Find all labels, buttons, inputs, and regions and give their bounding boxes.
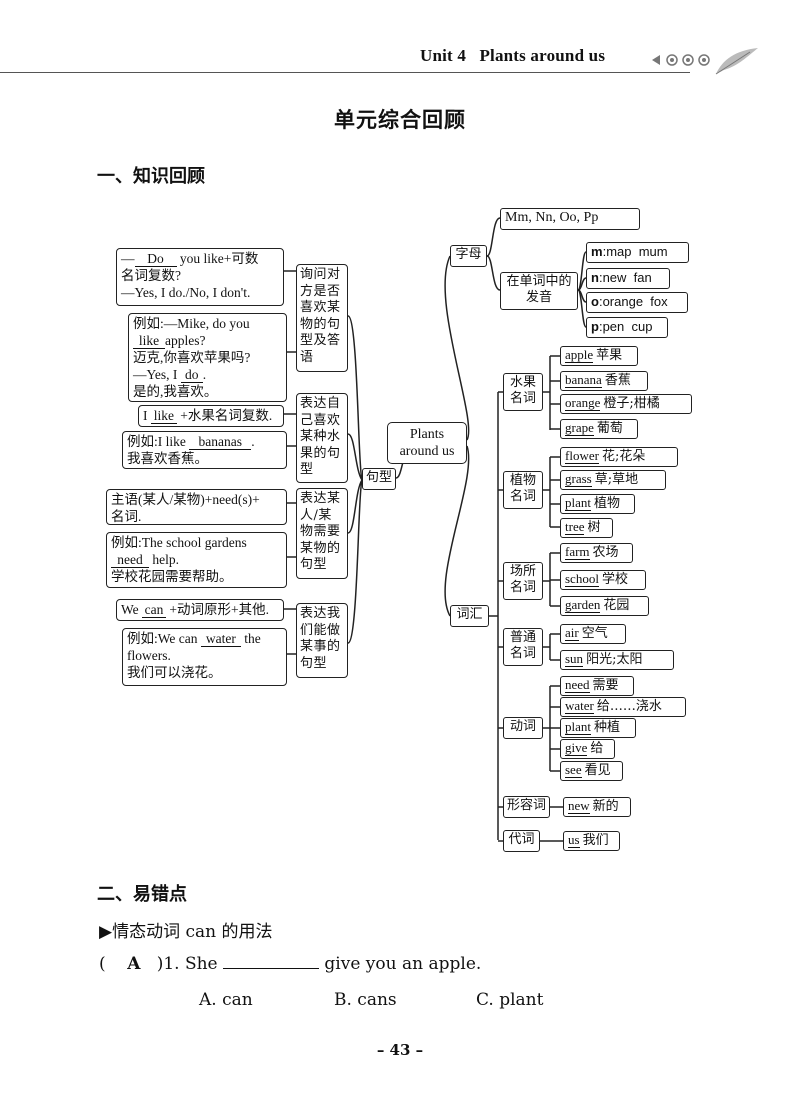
desc-box-2: 表达自己喜欢某种水果的句型	[296, 393, 348, 483]
category-pronoun: 代词	[503, 830, 540, 852]
sound-p: p:pen cup	[586, 317, 668, 338]
section-title-mistakes: 二、易错点	[97, 884, 187, 905]
sentence-label: 句型	[362, 468, 396, 490]
category-adjective: 形容词	[503, 796, 550, 818]
category-plant: 植物名词	[503, 471, 543, 509]
letters-row: Mm, Nn, Oo, Pp	[500, 208, 640, 230]
header-rule	[0, 72, 690, 73]
pattern-box-1: —Do you like+可数 名词复数? —Yes, I do./No, I …	[116, 248, 284, 306]
option-a: A. can	[199, 990, 253, 1010]
pattern-box-2: I like +水果名词复数.	[138, 405, 284, 427]
category-noun: 普通名词	[503, 628, 543, 666]
question-heading: ▶情态动词 can 的用法	[99, 922, 273, 942]
header-decoration	[650, 48, 760, 82]
page-number: – 43 –	[376, 1041, 424, 1059]
option-b: B. cans	[334, 990, 397, 1010]
example-box-2: 例如:I like bananas. 我喜欢香蕉。	[122, 431, 287, 469]
sound-m: m:map mum	[586, 242, 689, 263]
question-1: ( A )1. She give you an apple.	[99, 954, 482, 974]
sound-n: n:new fan	[586, 268, 670, 289]
desc-box-3: 表达某人/某物需要某物的句型	[296, 488, 348, 579]
desc-box-1: 询问对方是否喜欢某物的句型及答语	[296, 264, 348, 372]
example-box-4: 例如:We can water the flowers. 我们可以浇花。	[122, 628, 287, 686]
feather-icon	[652, 48, 758, 75]
category-fruit: 水果名词	[503, 373, 543, 411]
pattern-box-3: 主语(某人/某物)+need(s)+ 名词.	[106, 489, 287, 525]
example-box-3: 例如:The school gardens need help. 学校花园需要帮…	[106, 532, 287, 588]
option-c: C. plant	[476, 990, 544, 1010]
category-place: 场所名词	[503, 562, 543, 600]
sound-o: o:orange fox	[586, 292, 688, 313]
header-title: Unit 4 Plants around us	[420, 46, 606, 65]
page-title: 单元综合回顾	[334, 107, 466, 132]
answer-blank	[223, 954, 320, 969]
answer: A	[127, 954, 141, 974]
vocab-label: 词汇	[450, 605, 489, 627]
pattern-box-4: We can +动词原形+其他.	[116, 599, 284, 621]
letters-sub-label: 在单词中的发音	[500, 272, 578, 310]
section-title-review: 一、知识回顾	[97, 166, 205, 187]
desc-box-4: 表达我们能做某事的句型	[296, 603, 348, 678]
category-verb: 动词	[503, 717, 543, 739]
letters-label: 字母	[450, 245, 487, 267]
